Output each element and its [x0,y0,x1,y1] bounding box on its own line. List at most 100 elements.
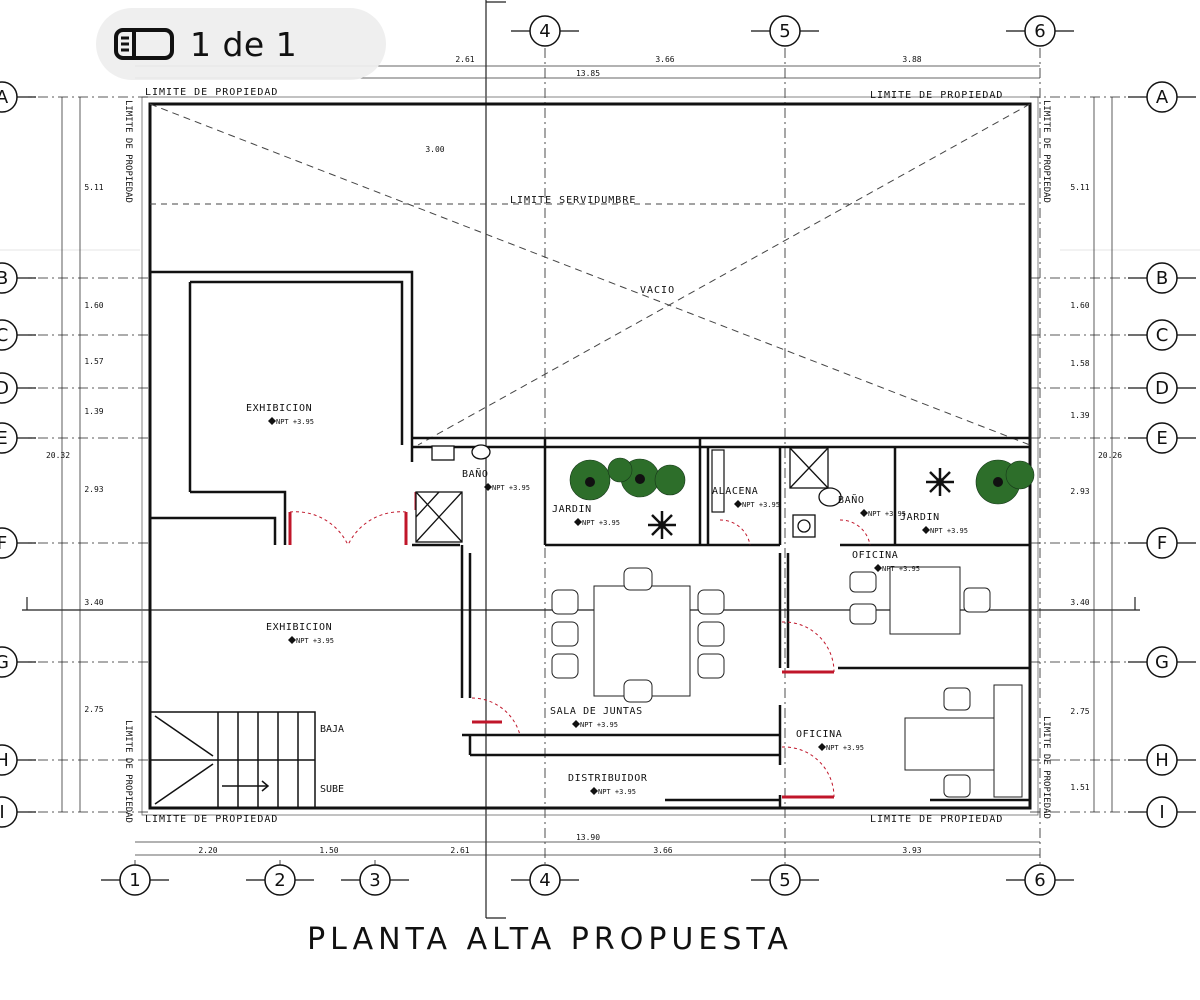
servitude-label: LIMITE SERVIDUMBRE [510,195,636,206]
room-level: NPT +3.95 [598,788,636,796]
property-outline [148,102,1032,810]
room-level: NPT +3.95 [582,519,620,527]
grid-row-bubble-right-E-label: E [1156,428,1167,449]
page-indicator-label: 1 de 1 [190,24,298,64]
grid-column-bubble-5-label: 5 [779,870,790,891]
dimension-bottom-total: 13.90 [576,833,600,842]
grid-row-bubble-right-H-label: H [1155,750,1169,771]
dimension-top-0: 2.61 [455,55,474,64]
page-indicator[interactable]: 1 de 1 [96,8,386,80]
dimension-left-0: 5.11 [84,183,103,192]
grid-column-bubble-top-6-label: 6 [1034,21,1045,42]
pantry-shelf [711,449,725,513]
door-swings [289,511,871,798]
level-marker [818,743,826,751]
property-limit-label-left-upper: LIMITE DE PROPIEDAD [123,100,133,203]
level-marker [288,636,296,644]
room-level: NPT +3.95 [742,501,780,509]
dimension-left-5: 3.40 [84,598,103,607]
room-name: ALACENA [712,486,758,497]
grid-row-bubble-right-I-label: I [1159,802,1164,823]
room-name: BAÑO [462,467,488,480]
dimension-left-1: 1.60 [84,301,103,310]
grid-row-bubble-left-C-label: C [0,325,8,346]
room-label: OFICINA NPT +3.95 [852,550,920,573]
property-limit-label-right-upper: LIMITE DE PROPIEDAD [1041,100,1051,203]
level-marker [572,720,580,728]
grid-row-bubble-right-I: I [1128,796,1196,828]
grid-row-bubble-left-B-label: B [0,268,8,289]
property-limit-label-bottom-right: LIMITE DE PROPIEDAD [870,814,1003,825]
grid-row-bubble-left-G-label: G [0,652,9,673]
grid-row-bubble-right-B-label: B [1156,268,1168,289]
void-label: VACIO [640,285,675,296]
level-marker [574,518,582,526]
grid-row-bubble-right-G-label: G [1155,652,1169,673]
dimension-left-4: 2.93 [84,485,103,494]
level-marker [590,787,598,795]
stairs-up-label: SUBE [320,784,344,795]
grid-row-bubble-left-I-label: I [0,802,5,823]
room-name: OFICINA [852,550,898,561]
room-name: EXHIBICION [266,622,332,633]
grid-column-bubble-2: 2 [246,864,314,896]
dimension-bottom-2: 2.61 [450,846,469,855]
grid-row-bubble-right-B: B [1128,262,1196,294]
grid-column-bubble-top-6: 6 [1006,15,1074,47]
plan-title: PLANTA ALTA PROPUESTA [307,922,793,957]
grid-row-bubble-left-H-label: H [0,750,9,771]
dimension-lines [61,65,1113,856]
room-level: NPT +3.95 [492,484,530,492]
grid-row-bubble-left-E: E [0,422,36,454]
grid-row-bubble-right-F-label: F [1157,533,1167,554]
dimension-servitude-depth: 3.00 [425,145,444,154]
grid-row-bubble-right-D-label: D [1155,378,1169,399]
grid-column-bubble-3: 3 [341,864,409,896]
room-level: NPT +3.95 [276,418,314,426]
level-marker [268,417,276,425]
grid-row-bubble-left-C: C [0,319,36,351]
dimension-right-3: 1.39 [1070,411,1089,420]
grid-column-bubble-3-label: 3 [369,870,380,891]
dimension-bottom-4: 3.93 [902,846,921,855]
dimension-bottom-0: 2.20 [198,846,217,855]
level-marker [860,509,868,517]
level-marker [922,526,930,534]
room-name: SALA DE JUNTAS [550,706,643,717]
dimension-bottom-3: 3.66 [653,846,672,855]
grid-row-bubble-left-F-label: F [0,533,7,554]
grid-row-bubble-right-D: D [1128,372,1196,404]
void-cross [149,103,1031,446]
room-level: NPT +3.95 [882,565,920,573]
grid-row-bubble-left-E-label: E [0,428,8,449]
stairs-down-label: BAJA [320,724,344,735]
grid-row-bubble-left-D: D [0,372,36,404]
grid-row-bubble-left-D-label: D [0,378,9,399]
dimension-right-0: 5.11 [1070,183,1089,192]
property-limit-label-top-left: LIMITE DE PROPIEDAD [145,87,278,98]
bathroom-fixtures [415,444,842,543]
grid-column-bubble-4: 4 [511,864,579,896]
grid-column-bubble-5: 5 [751,864,819,896]
grid-column-bubble-6: 6 [1006,864,1074,896]
dimension-right-total: 20.26 [1098,451,1122,460]
dimension-bottom-1: 1.50 [319,846,338,855]
dimension-left-6: 2.75 [84,705,103,714]
property-limit-label-left-lower: LIMITE DE PROPIEDAD [123,720,133,823]
room-name: OFICINA [796,729,842,740]
grid-row-bubble-right-E: E [1128,422,1196,454]
garden-plants [569,457,1035,539]
level-marker [874,564,882,572]
grid-column-bubble-top-5-label: 5 [779,21,790,42]
staircase [149,711,316,809]
furniture [551,566,1023,798]
room-level: NPT +3.95 [930,527,968,535]
room-level: NPT +3.95 [868,510,906,518]
grid-column-bubble-top-5: 5 [751,15,819,47]
grid-row-bubble-left-A: A [0,81,36,113]
